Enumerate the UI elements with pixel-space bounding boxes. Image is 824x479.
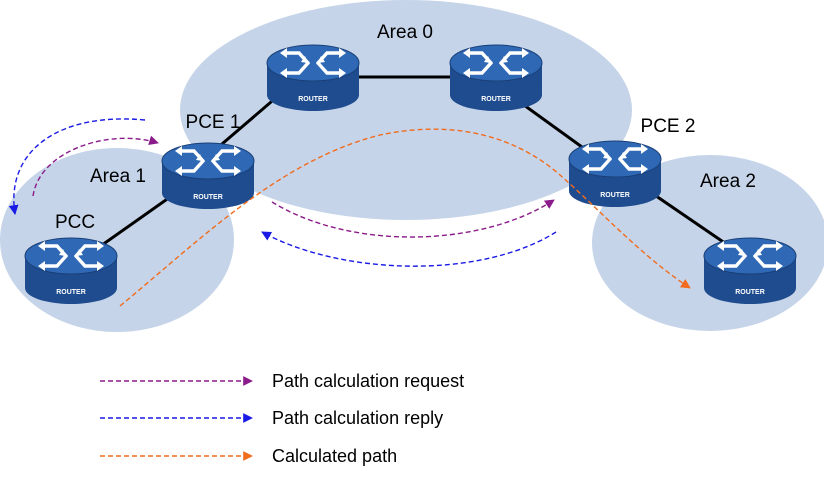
legend-request-label: Path calculation request (272, 371, 464, 391)
area-0-label: Area 0 (377, 22, 433, 43)
router-core-right[interactable]: ROUTER (448, 43, 544, 113)
reply-pce2-to-pce1 (261, 231, 557, 267)
router-pce1[interactable]: ROUTER (160, 141, 256, 211)
legend: Path calculation request Path calculatio… (100, 371, 464, 466)
area-1-label: Area 1 (90, 166, 146, 187)
legend-path-label: Calculated path (272, 446, 397, 466)
reply-pce1-to-pcc (8, 118, 146, 215)
router-pcc[interactable]: ROUTER (23, 236, 119, 306)
router-dest[interactable]: ROUTER (702, 236, 798, 306)
area-2-label: Area 2 (700, 171, 756, 192)
link-pcc-pce1 (94, 188, 181, 252)
pcc-label: PCC (55, 212, 95, 233)
request-pce1-to-pce2 (271, 199, 555, 238)
router-pce1-text: ROUTER (193, 194, 223, 201)
router-core-left[interactable]: ROUTER (265, 43, 361, 113)
calculated-path (119, 128, 691, 307)
legend-reply-label: Path calculation reply (272, 408, 443, 428)
router-dest-text: ROUTER (735, 289, 765, 296)
pce1-label: PCE 1 (186, 112, 241, 133)
router-pce2-text: ROUTER (600, 192, 630, 199)
router-core-left-text: ROUTER (298, 96, 328, 103)
router-pce2[interactable]: ROUTER (567, 139, 663, 209)
router-core-right-text: ROUTER (481, 96, 511, 103)
request-pcc-to-pce1 (32, 135, 159, 197)
router-pcc-text: ROUTER (56, 289, 86, 296)
pce2-label: PCE 2 (641, 116, 696, 137)
